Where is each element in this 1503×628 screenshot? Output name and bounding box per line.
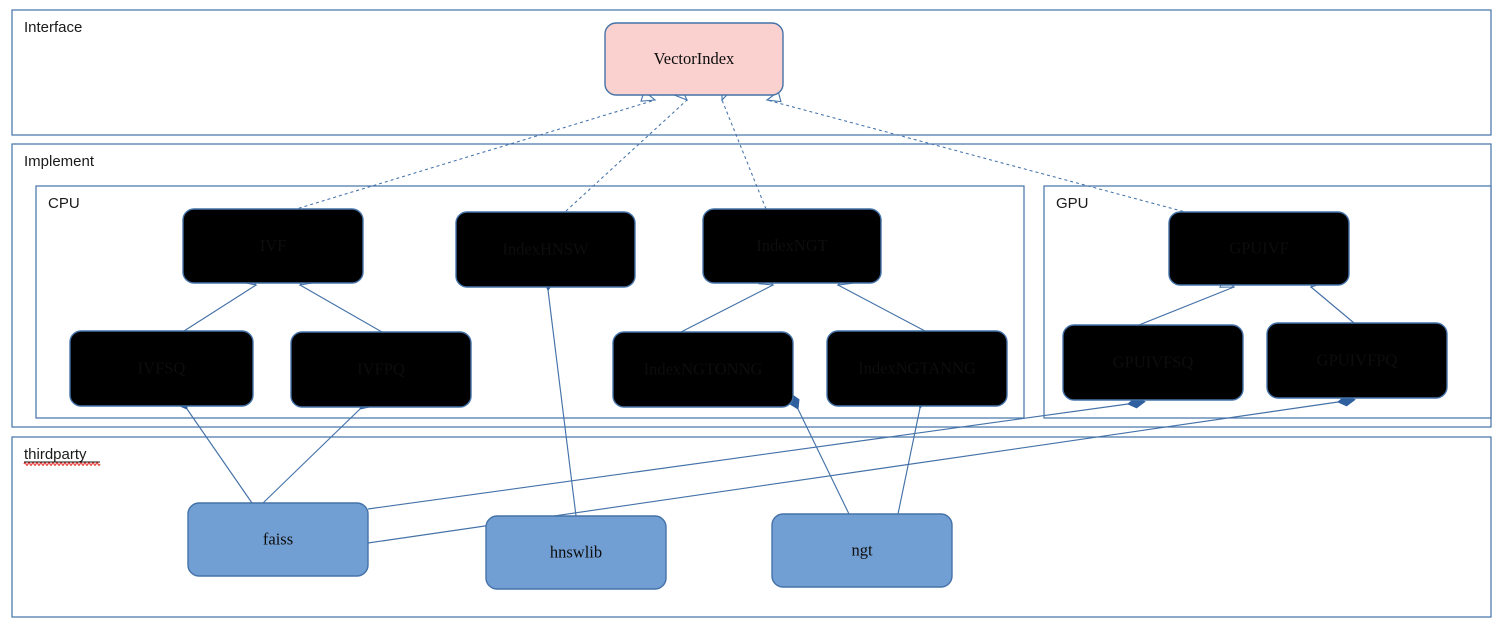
node-indexngtonng[interactable]: IndexNGTONNG (612, 331, 794, 408)
node-box-gpuivfsq[interactable] (1062, 324, 1244, 401)
group-label-interface: Interface (24, 19, 82, 36)
edge-line-e-indexngtonng-indexngt (680, 284, 774, 333)
node-label-indexngt: IndexNGT (756, 236, 827, 255)
group-label-implement: Implement (24, 153, 95, 170)
edge-line-e-ngt-indexngtanng (897, 407, 921, 515)
node-label-gpuivfpq: GPUIVFPQ (1317, 350, 1398, 369)
node-label-faiss: faiss (263, 529, 293, 548)
node-box-indexngtanng[interactable] (826, 330, 1008, 407)
node-box-gpuivf[interactable] (1168, 211, 1350, 286)
node-label-indexngtanng: IndexNGTANNG (858, 358, 976, 377)
node-box-ivf[interactable] (182, 208, 364, 284)
node-label-indexngtonng: IndexNGTONNG (644, 359, 763, 378)
node-box-vectorindex[interactable] (604, 22, 784, 96)
node-vectorindex[interactable]: VectorIndex (604, 22, 784, 96)
edge-line-e-indexngt-vectorindex (721, 99, 767, 210)
node-box-ngt[interactable] (771, 513, 953, 588)
node-gpuivfpq[interactable]: GPUIVFPQ (1266, 322, 1448, 399)
node-label-gpuivfsq: GPUIVFSQ (1113, 352, 1194, 371)
node-ivfsq[interactable]: IVFSQ (69, 330, 254, 407)
edge-line-e-faiss-gpuivfsq (367, 403, 1129, 510)
node-box-gpuivfpq[interactable] (1266, 322, 1448, 399)
node-gpuivfsq[interactable]: GPUIVFSQ (1062, 324, 1244, 401)
node-label-ivfsq: IVFSQ (138, 358, 186, 377)
node-box-hnswlib[interactable] (485, 515, 667, 590)
node-faiss[interactable]: faiss (187, 502, 369, 577)
node-label-gpuivf: GPUIVF (1229, 238, 1289, 257)
node-box-ivfsq[interactable] (69, 330, 254, 407)
node-label-ivf: IVF (260, 236, 287, 255)
node-label-hnswlib: hnswlib (550, 542, 602, 561)
edge-line-e-ngt-indexngtonng (797, 408, 850, 515)
node-ngt[interactable]: ngt (771, 513, 953, 588)
edge-line-e-gpuivfsq-gpuivf (1138, 286, 1235, 326)
edge-line-e-gpuivfpq-gpuivf (1310, 286, 1355, 324)
group-label-cpu: CPU (48, 195, 80, 212)
edge-line-e-ivfsq-ivf (183, 284, 257, 332)
group-label-thirdparty: thirdparty (24, 446, 87, 463)
node-label-vectorindex: VectorIndex (654, 49, 735, 68)
node-box-indexngt[interactable] (702, 208, 882, 284)
node-hnswlib[interactable]: hnswlib (485, 515, 667, 590)
node-indexhnsw[interactable]: IndexHNSW (455, 211, 636, 288)
edge-line-e-gpuivf-vectorindex (766, 99, 1190, 214)
node-indexngtanng[interactable]: IndexNGTANNG (826, 330, 1008, 407)
node-box-ivfpq[interactable] (290, 331, 472, 408)
group-label-gpu: GPU (1056, 195, 1089, 212)
node-label-ngt: ngt (851, 540, 873, 559)
node-gpuivf[interactable]: GPUIVF (1168, 211, 1350, 286)
node-box-indexhnsw[interactable] (455, 211, 636, 288)
node-indexngt[interactable]: IndexNGT (702, 208, 882, 284)
node-label-ivfpq: IVFPQ (357, 359, 405, 378)
edge-line-e-faiss-ivfsq (186, 408, 253, 504)
node-label-indexhnsw: IndexHNSW (502, 239, 589, 258)
edge-line-e-faiss-ivfpq (261, 408, 361, 505)
spellcheck-underline-thirdparty (23, 462, 101, 466)
node-box-indexngtonng[interactable] (612, 331, 794, 408)
node-box-faiss[interactable] (187, 502, 369, 577)
node-ivfpq[interactable]: IVFPQ (290, 331, 472, 408)
node-ivf[interactable]: IVF (182, 208, 364, 284)
edge-line-e-hnswlib-indexhnsw (547, 289, 577, 517)
edge-line-e-indexngtanng-indexngt (837, 284, 926, 332)
edge-line-e-ivfpq-ivf (299, 284, 383, 333)
